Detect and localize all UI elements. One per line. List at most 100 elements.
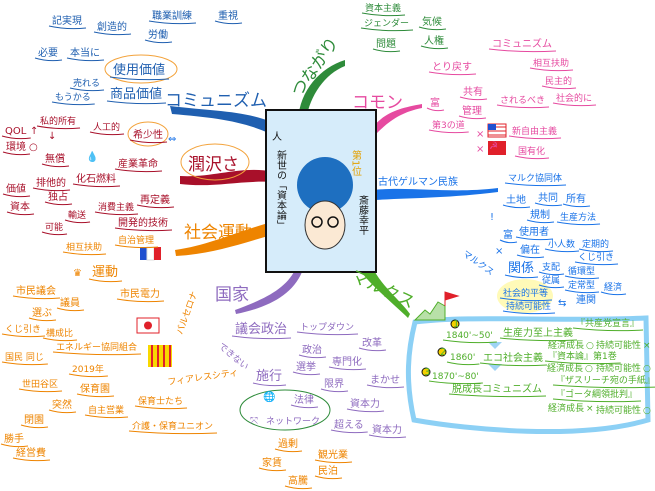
branch-group-common: コモン とり戻す コミュニズム 富 共有 管理 されるべき 相互扶助 民主的 社… — [352, 37, 592, 157]
branch-line — [34, 57, 63, 62]
branch-line — [428, 380, 483, 385]
branch-line — [426, 107, 445, 112]
branch-line — [538, 271, 565, 276]
cloud-use-value — [104, 54, 178, 84]
cross-mark: × — [495, 246, 503, 257]
branch-line — [296, 331, 359, 336]
node: 可能 — [45, 221, 63, 233]
period-work: 『ゴータ綱領批判』 — [556, 388, 637, 400]
down-arrow-icon — [488, 342, 502, 349]
branch-line — [541, 85, 577, 90]
node: 経済 — [604, 281, 622, 293]
branch-line — [56, 307, 85, 312]
node: 化石燃料 — [76, 172, 116, 185]
node: 社会的平等 — [503, 287, 548, 299]
node: 国民 同じ — [5, 352, 44, 363]
branch-line — [534, 202, 563, 207]
node: 人工的 — [93, 121, 120, 133]
node: 改革 — [362, 336, 382, 349]
node: マルク協同体 — [508, 172, 562, 184]
branch-line — [320, 388, 349, 393]
node: 民泊 — [318, 465, 338, 477]
branch-line — [52, 351, 142, 356]
node: ジェンダー — [364, 17, 409, 29]
node: くじ引き — [5, 324, 41, 335]
branch-label-communism: コミュニズム — [165, 91, 267, 111]
node: 生産方法 — [560, 211, 596, 223]
period-stance: 生産力至上主義 — [503, 326, 573, 339]
branch-line — [231, 335, 292, 340]
branch-line — [298, 354, 327, 359]
node: 観光業 — [318, 448, 348, 461]
branch-line — [114, 227, 173, 232]
branch-line — [328, 366, 367, 371]
period-number-badge — [421, 367, 431, 377]
node: 相互扶助 — [533, 57, 569, 69]
node: 経営費 — [16, 446, 46, 459]
node: とり戻す — [432, 60, 472, 73]
node: QOL — [5, 126, 27, 137]
branch-group-connection: つながり 資本主義 ジェンダー 気候 問題 人権 — [288, 2, 444, 101]
node: 独占 — [48, 190, 68, 203]
node: 産業革命 — [118, 157, 158, 170]
branch-line — [556, 221, 601, 226]
branch-line — [504, 274, 539, 279]
node-underlines — [0, 12, 655, 490]
period-work: 『資本論』第1巻 — [548, 350, 617, 362]
cross-mark: × — [476, 129, 484, 140]
period-stance: 脱成長コミュニズム — [452, 382, 542, 395]
flag-icon — [444, 291, 460, 306]
growth-mark: ○ — [585, 364, 593, 374]
book-author: 斎藤幸平 — [357, 194, 369, 236]
branch-line — [148, 20, 197, 25]
node: もうかる — [55, 92, 91, 103]
central-book-cover: 人 新世の「資本論」 第1位 斎藤幸平 — [265, 109, 377, 273]
node: 選ぶ — [32, 306, 52, 319]
branch-label-social: 社会運動 — [184, 223, 252, 243]
branch-line — [330, 429, 368, 434]
node: 政治 — [302, 343, 322, 356]
node: 2019年 — [72, 363, 104, 375]
glasses-icon — [311, 216, 323, 228]
branch-line — [502, 310, 556, 315]
branch-group-marx: マルクス 1 1840'~50' 生産力至上主義 『共産党宣言』 経済成長 ○ … — [348, 266, 655, 416]
branch-line — [314, 459, 353, 464]
node: 共有 — [463, 85, 483, 98]
node: 労働 — [148, 28, 168, 41]
node: 環境 — [6, 140, 26, 153]
branch-line — [114, 168, 163, 173]
node: 議会政治 — [235, 322, 287, 337]
branch-line — [552, 102, 597, 107]
arrows-icon: ⤧ — [250, 416, 258, 427]
branch-line — [0, 443, 29, 448]
node: 定期的 — [582, 238, 609, 250]
branch-line — [94, 211, 139, 216]
node: 記実現 — [52, 14, 82, 27]
branch-line — [361, 12, 406, 17]
node: 小人数 — [548, 238, 575, 250]
period-number: 2 — [440, 347, 446, 358]
node: 創造的 — [97, 20, 127, 33]
node: 市民電力 — [120, 287, 160, 300]
node: 開発的技術 — [118, 216, 168, 229]
branch-line — [372, 48, 401, 53]
branch-line — [420, 45, 449, 50]
node: 価値 — [6, 182, 26, 195]
branch-line — [1, 333, 46, 338]
branch-line — [252, 382, 287, 387]
branch-line — [418, 26, 447, 31]
branch-line — [214, 20, 243, 25]
up-arrow-icon: ↑ — [30, 126, 38, 137]
branch-line — [578, 248, 614, 253]
branch-line — [574, 261, 619, 266]
branch-line — [18, 388, 63, 393]
branch-line — [360, 27, 414, 32]
branch-line — [114, 244, 159, 249]
sustain-mark: ○ — [643, 364, 651, 374]
branch-line — [496, 104, 550, 109]
node: バルセロナ — [174, 290, 200, 336]
cross-mark: × — [476, 144, 484, 155]
branch-line — [544, 360, 621, 365]
node: 保育士たち — [138, 395, 183, 407]
node: 社会的に — [556, 92, 592, 104]
